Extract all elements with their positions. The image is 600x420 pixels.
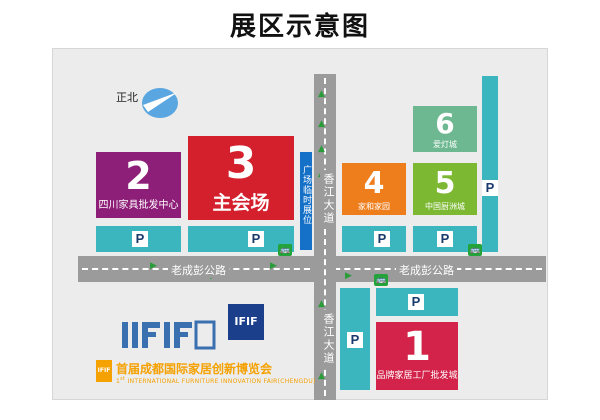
road-horizontal-centerline [82, 268, 542, 270]
hall-5-caption: 中国厨洲城 [425, 202, 465, 211]
hall-4-number: 4 [363, 166, 385, 201]
parking-icon: P [248, 231, 264, 247]
compass-label: 正北 [116, 91, 138, 104]
ifif-small-badge-text: IFIF [97, 367, 111, 374]
arrow-icon: ▲ [318, 371, 325, 381]
parking-icon: P [132, 231, 148, 247]
parking-lot-b[interactable]: P [188, 226, 294, 252]
hall-6[interactable]: 6 爱灯城 [413, 106, 477, 152]
expo-name-english: 1st INTERNATIONAL FURNITURE INNOVATION F… [116, 376, 316, 385]
parking-lot-e[interactable]: P [482, 76, 498, 252]
hall-1-caption: 品牌家居工厂批发城 [376, 371, 458, 381]
parking-lot-d[interactable]: P [413, 226, 477, 252]
parking-icon: P [374, 231, 390, 247]
ifif-badge: IFIF [228, 304, 264, 340]
arrow-icon: ▶ [345, 271, 352, 281]
arrow-icon: ▲ [318, 89, 325, 99]
arrow-icon: ▲ [318, 119, 325, 129]
north-compass [140, 86, 180, 120]
hall-2[interactable]: 2 四川家具批发中心 [96, 152, 181, 218]
ifif-logo-graphic [118, 320, 218, 350]
road-label-vertical-upper: 香江大道 [320, 170, 336, 228]
hall-6-caption: 爱灯城 [433, 140, 457, 149]
road-label-vertical-lower: 香江大道 [320, 310, 336, 368]
hall-1[interactable]: 1 品牌家居工厂批发城 [376, 322, 458, 390]
arrow-icon: ▲ [318, 299, 325, 309]
temporary-booth-area[interactable] [300, 152, 312, 250]
parking-lot-c[interactable]: P [342, 226, 406, 252]
bus-stop-icon: 🚌 [278, 244, 292, 256]
bus-stop-icon: 🚌 [468, 244, 482, 256]
hall-3-caption: 主会场 [212, 192, 270, 214]
arrow-icon: ▶ [270, 261, 277, 271]
ifif-pattern-icon [122, 320, 216, 350]
arrow-icon: ▲ [318, 144, 325, 154]
hall-2-number: 2 [125, 154, 152, 198]
road-vertical-centerline [324, 78, 326, 396]
hall-5[interactable]: 5 中国厨洲城 [413, 163, 477, 215]
expo-name-english-text: INTERNATIONAL FURNITURE INNOVATION FAIR(… [127, 378, 316, 385]
hall-4-caption: 家和家园 [358, 202, 390, 211]
expo-name-chinese: 首届成都国际家居创新博览会 [116, 362, 273, 376]
parking-lot-g[interactable]: P [376, 288, 458, 316]
bus-stop-icon: 🚌 [374, 274, 388, 286]
parking-lot-a[interactable]: P [96, 226, 181, 252]
hall-3[interactable]: 3 主会场 [188, 136, 294, 220]
road-label-horizontal-right: 老成彭公路 [396, 262, 457, 278]
arrow-icon: ▶ [150, 261, 157, 271]
page-title: 展区示意图 [229, 12, 370, 42]
parking-icon: P [482, 180, 498, 196]
parking-icon: P [437, 231, 453, 247]
hall-5-number: 5 [434, 166, 456, 201]
ifif-badge-text: IFIF [234, 315, 258, 328]
compass-icon [142, 88, 178, 118]
expo-name-english-sup: st [120, 376, 126, 382]
parking-icon: P [347, 332, 363, 348]
hall-1-number: 1 [403, 324, 431, 370]
hall-6-number: 6 [435, 107, 455, 140]
expo-name-english-prefix: 1 [116, 378, 121, 385]
temporary-booth-label: 广场临时展位 [301, 165, 311, 225]
ifif-small-badge: IFIF [96, 360, 112, 382]
road-label-horizontal-left: 老成彭公路 [168, 262, 229, 278]
hall-3-number: 3 [225, 138, 257, 189]
hall-2-caption: 四川家具批发中心 [98, 200, 179, 211]
parking-icon: P [408, 294, 424, 310]
parking-lot-f[interactable]: P [340, 288, 370, 390]
hall-4[interactable]: 4 家和家园 [342, 163, 406, 215]
